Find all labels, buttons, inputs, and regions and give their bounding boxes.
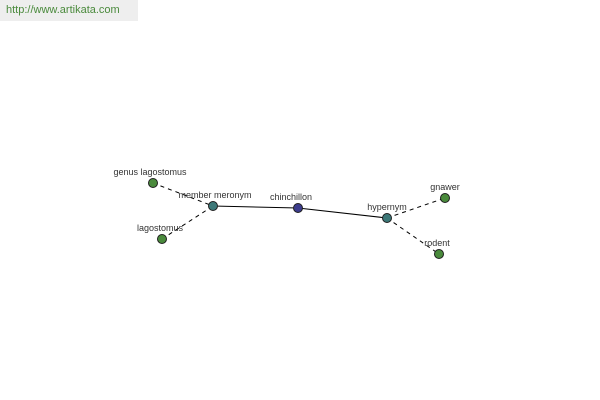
edge-hypernym-to-gnawer [386, 197, 446, 219]
url-banner[interactable]: http://www.artikata.com [0, 0, 138, 21]
node-label-rodent[interactable]: rodent [424, 238, 450, 248]
node-label-gnawer[interactable]: gnawer [430, 182, 460, 192]
node-member-meronym[interactable] [208, 201, 218, 211]
node-hypernym[interactable] [382, 213, 392, 223]
node-label-chinchillon[interactable]: chinchillon [270, 192, 312, 202]
node-chinchillon[interactable] [293, 203, 303, 213]
edge-hypernym-to-rodent [386, 217, 440, 255]
edge-member-meronym-to-chinchillon [212, 205, 299, 209]
node-lagostomus[interactable] [157, 234, 167, 244]
node-label-member-meronym[interactable]: member meronym [178, 190, 251, 200]
edges-layer [152, 182, 446, 255]
edge-lagostomus-to-member-meronym [161, 205, 214, 240]
edge-genus-lagostomus-to-member-meronym [152, 182, 214, 207]
node-label-lagostomus[interactable]: lagostomus [137, 223, 184, 233]
site-url-link[interactable]: http://www.artikata.com [6, 4, 120, 16]
edge-chinchillon-to-hypernym [297, 207, 388, 219]
node-label-hypernym[interactable]: hypernym [367, 202, 407, 212]
node-gnawer[interactable] [440, 193, 450, 203]
node-genus-lagostomus[interactable] [148, 178, 158, 188]
node-rodent[interactable] [434, 249, 444, 259]
labels-layer: chinchillon member meronym hypernym genus l… [113, 167, 459, 248]
nodes-layer [148, 178, 450, 259]
node-label-genus-lagostomus[interactable]: genus lagostomus [113, 167, 187, 177]
